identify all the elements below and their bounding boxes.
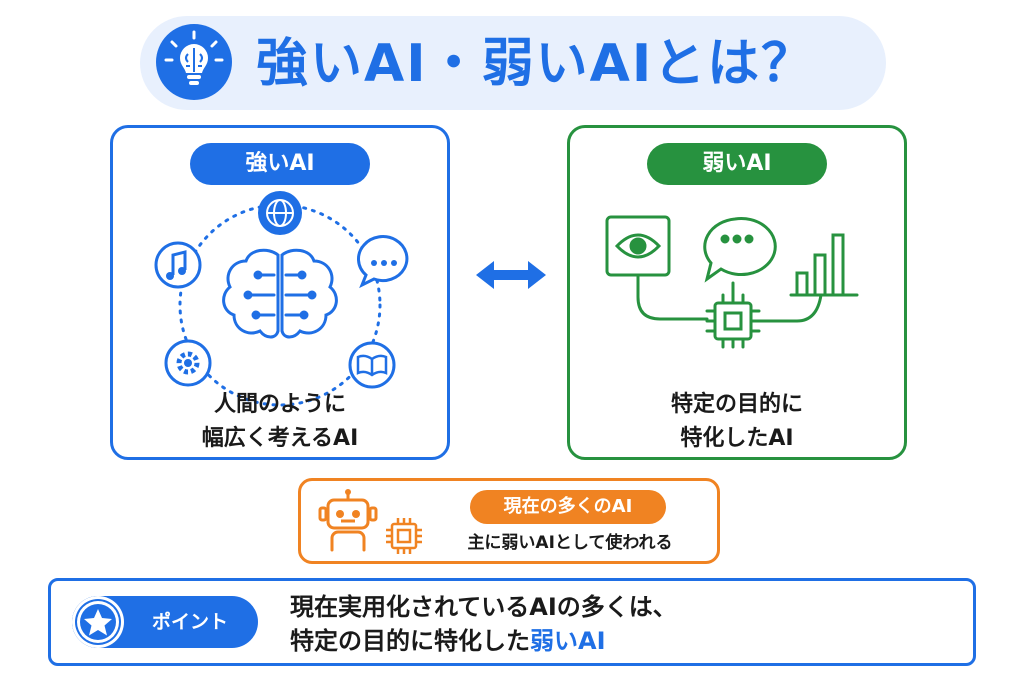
point-line2-prefix: 特定の目的に特化した bbox=[290, 627, 530, 655]
weak-ai-illustration bbox=[605, 215, 859, 349]
chip-icon bbox=[705, 293, 761, 349]
current-ai-box bbox=[298, 478, 720, 564]
point-label: ポイント bbox=[151, 611, 228, 633]
point-text: 現在実用化されているAIの多くは、 特定の目的に特化した弱いAI bbox=[290, 590, 960, 658]
weak-caption-line1: 特定の目的に bbox=[670, 392, 803, 417]
point-line2: 特定の目的に特化した弱いAI bbox=[290, 624, 960, 658]
title-banner bbox=[140, 16, 886, 110]
weak-ai-label: 弱いAI bbox=[647, 143, 827, 185]
weak-caption-line2: 特化したAI bbox=[680, 426, 794, 451]
star-icon bbox=[72, 596, 124, 648]
chip-icon bbox=[386, 518, 422, 554]
gear-icon bbox=[164, 339, 212, 387]
point-line2-highlight: 弱いAI bbox=[530, 627, 606, 655]
double-arrow-icon bbox=[476, 261, 546, 289]
lightbulb-brain-icon bbox=[156, 24, 232, 100]
strong-ai-label: 強いAI bbox=[190, 143, 370, 185]
strong-caption-line2: 幅広く考えるAI bbox=[201, 426, 359, 451]
weak-ai-panel bbox=[567, 125, 907, 460]
book-icon bbox=[348, 341, 396, 389]
strong-ai-panel bbox=[110, 125, 450, 460]
current-ai-text: 主に弱いAIとして使われる bbox=[467, 533, 673, 553]
strong-ai-caption: 人間のように 幅広く考えるAI bbox=[110, 388, 450, 456]
strong-ai-illustration bbox=[154, 191, 409, 407]
chat-bubble-icon bbox=[703, 217, 777, 283]
eye-icon bbox=[605, 215, 671, 277]
page-title: 強いAI・弱いAIとは？ bbox=[256, 34, 816, 94]
globe-icon bbox=[258, 191, 302, 235]
chat-bubble-icon bbox=[357, 235, 409, 289]
weak-ai-caption: 特定の目的に 特化したAI bbox=[567, 388, 907, 456]
brain-circuit-icon bbox=[222, 248, 338, 339]
chart-icon bbox=[789, 233, 859, 297]
current-ai-label: 現在の多くのAI bbox=[470, 490, 666, 524]
robot-icon bbox=[318, 489, 378, 552]
music-note-icon bbox=[154, 241, 202, 289]
point-line1: 現在実用化されているAIの多くは、 bbox=[290, 593, 677, 621]
strong-caption-line1: 人間のように bbox=[213, 392, 346, 417]
point-box bbox=[48, 578, 976, 666]
